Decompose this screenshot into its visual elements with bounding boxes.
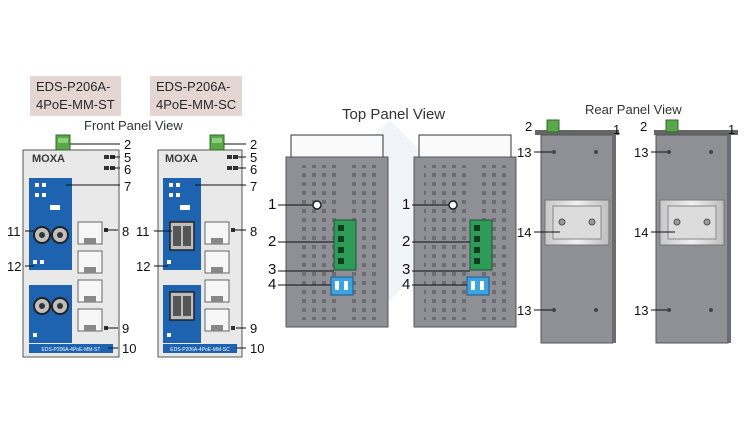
callout-1-rear1: 1 bbox=[613, 122, 621, 137]
rear-panel-1 bbox=[535, 119, 619, 344]
callout-2-top1: 2 bbox=[268, 233, 277, 250]
callout-13-rear1-top: 13 bbox=[517, 145, 532, 160]
rear-leader-lines bbox=[534, 151, 675, 311]
model-tag-st-line2: 4PoE-MM-ST bbox=[36, 97, 115, 112]
callout-11-sc: 11 bbox=[136, 224, 150, 239]
callout-8-st: 8 bbox=[122, 224, 130, 239]
footer-label-sc: EDS-P206A-4PoE-MM-SC bbox=[170, 347, 230, 353]
top-panel-2 bbox=[413, 134, 517, 328]
footer-label-st: EDS-P206A-4PoE-MM-ST bbox=[42, 347, 101, 353]
callout-2-rear2: 2 bbox=[640, 119, 648, 134]
model-tag-st-line1: EDS-P206A- bbox=[36, 79, 111, 94]
callout-9-st: 9 bbox=[122, 321, 130, 336]
callout-1-top1: 1 bbox=[268, 196, 277, 213]
callout-12-sc: 12 bbox=[136, 259, 151, 274]
model-tag-st: EDS-P206A- 4PoE-MM-ST bbox=[30, 76, 121, 116]
top-leader-lines bbox=[278, 204, 470, 286]
callout-13-rear2-top: 13 bbox=[634, 145, 649, 160]
callout-4-top2: 4 bbox=[402, 276, 411, 293]
callout-4-top1: 4 bbox=[268, 276, 277, 293]
rear-panel-title: Rear Panel View bbox=[585, 102, 682, 117]
callout-6-sc: 6 bbox=[250, 162, 258, 177]
callout-3-top2: 3 bbox=[402, 261, 411, 278]
callout-7-sc: 7 bbox=[250, 179, 258, 194]
model-tag-sc-line1: EDS-P206A- bbox=[156, 79, 231, 94]
callout-13-rear1-bottom: 13 bbox=[517, 303, 532, 318]
callout-14-rear1: 14 bbox=[517, 225, 532, 240]
top-panel-1 bbox=[285, 134, 389, 328]
callout-8-sc: 8 bbox=[250, 224, 258, 239]
callout-2-top2: 2 bbox=[402, 233, 411, 250]
brand-logo-sc: MOXA bbox=[165, 153, 198, 165]
callout-12-st: 12 bbox=[7, 259, 22, 274]
top-panel-title: Top Panel View bbox=[342, 106, 446, 123]
callout-14-rear2: 14 bbox=[634, 225, 649, 240]
callout-13-rear2-bottom: 13 bbox=[634, 303, 649, 318]
callout-10-sc: 10 bbox=[250, 341, 265, 356]
model-tag-sc-line2: 4PoE-MM-SC bbox=[156, 97, 237, 112]
callout-2-st: 2 bbox=[124, 137, 132, 152]
callout-3-top1: 3 bbox=[268, 261, 277, 278]
callout-10-st: 10 bbox=[122, 341, 137, 356]
callout-5-sc: 5 bbox=[250, 150, 258, 165]
front-leader-lines bbox=[25, 143, 246, 349]
front-panel-st: MOXA EDS-P206A-4PoE-MM-ST bbox=[22, 134, 120, 358]
callout-9-sc: 9 bbox=[250, 321, 258, 336]
callout-6-st: 6 bbox=[124, 162, 132, 177]
callout-2-rear1: 2 bbox=[525, 119, 533, 134]
front-panel-title: Front Panel View bbox=[84, 118, 183, 133]
brand-logo-st: MOXA bbox=[32, 153, 65, 165]
callout-7-st: 7 bbox=[124, 179, 132, 194]
callout-1-top2: 1 bbox=[402, 196, 411, 213]
callout-11-st: 11 bbox=[7, 224, 21, 239]
model-tag-sc: EDS-P206A- 4PoE-MM-SC bbox=[150, 76, 243, 116]
callout-5-st: 5 bbox=[124, 150, 132, 165]
rear-panel-2 bbox=[654, 119, 738, 344]
front-panel-sc: MOXA EDS-P206A-4PoE-MM-SC bbox=[157, 134, 243, 358]
callout-1-rear2: 1 bbox=[728, 122, 736, 137]
callout-2-sc: 2 bbox=[250, 137, 258, 152]
